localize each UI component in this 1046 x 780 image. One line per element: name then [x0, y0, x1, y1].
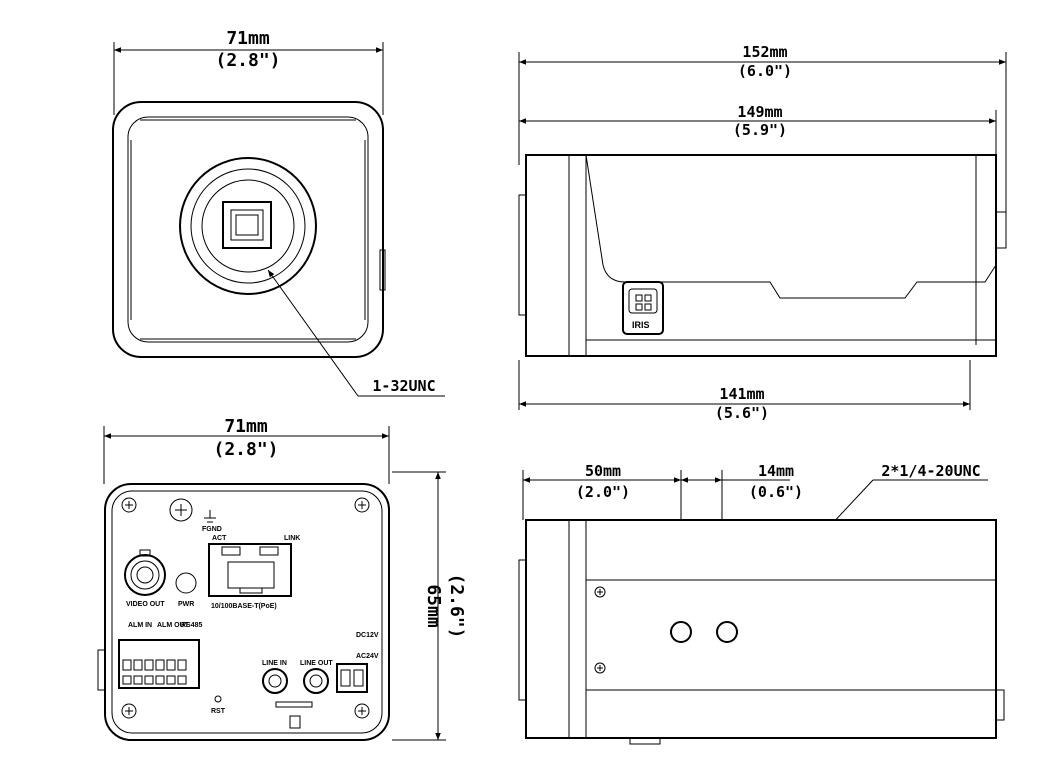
iris-label: IRIS: [632, 320, 650, 330]
rear-body: [104, 483, 390, 741]
link-label: LINK: [284, 535, 300, 542]
side-screw-icons: [594, 586, 606, 674]
rear-height-in: (2.6"): [446, 573, 467, 638]
power-terminal: [336, 663, 368, 693]
bottom-body: [525, 519, 997, 739]
ethernet-label: 10/100BASE-T(PoE): [211, 603, 277, 610]
mount-spacing-in: (0.6"): [749, 483, 803, 501]
rear-view: 71mm (2.8") 65mm (2.6") FGND VIDEO OUT: [97, 416, 467, 741]
ethernet-port: [208, 543, 292, 597]
front-view: 71mm (2.8") 1-32UNC: [112, 28, 445, 397]
overall-length-in: (6.0"): [738, 62, 792, 80]
bottom-length-mm: 141mm: [719, 385, 764, 403]
terminal-block: [118, 639, 200, 689]
alm-in-label: ALM IN: [128, 622, 152, 629]
alm-out-label: ALM OUT: [157, 622, 190, 629]
iris-connector: [622, 281, 664, 335]
line-in-label: LINE IN: [262, 660, 287, 667]
side-view: 152mm (6.0") 149mm (5.9") IRIS 141mm (5.…: [518, 43, 1007, 422]
rs485-label: RS485: [181, 622, 203, 629]
corner-screw-icons: [121, 497, 370, 719]
pwr-label: PWR: [178, 601, 194, 608]
ground-screw-icon: [169, 498, 193, 522]
image-sensor: [222, 201, 272, 249]
rst-label: RST: [211, 708, 226, 715]
body-length-in: (5.9"): [733, 121, 787, 139]
gnd-label: FGND: [202, 526, 222, 533]
mount-hole-1: [670, 621, 692, 643]
side-body: [525, 154, 997, 357]
line-out-jack: [303, 668, 329, 694]
line-out-label: LINE OUT: [300, 660, 333, 667]
bottom-view: 50mm (2.0") 14mm (0.6") 2*1/4-20UNC: [518, 462, 1005, 745]
act-label: ACT: [212, 535, 227, 542]
mount-thread-label: 2*1/4-20UNC: [881, 462, 980, 480]
overall-length-mm: 152mm: [742, 43, 787, 61]
power-label-2: AC24V: [356, 653, 379, 660]
sd-card-icon: [289, 715, 301, 729]
bottom-length-in: (5.6"): [715, 404, 769, 422]
front-body: [112, 101, 384, 358]
rear-height-mm: 65mm: [423, 584, 444, 628]
rear-width-in: (2.8"): [213, 439, 278, 460]
line-in-jack: [262, 668, 288, 694]
mount-offset-mm: 50mm: [585, 462, 621, 480]
body-length-mm: 149mm: [737, 103, 782, 121]
front-width-in: (2.8"): [215, 50, 280, 71]
sd-slot: [275, 701, 313, 708]
pwr-led: [175, 572, 197, 594]
mount-offset-in: (2.0"): [576, 483, 630, 501]
lens-thread-label: 1-32UNC: [372, 377, 435, 395]
power-label: DC12V: [356, 632, 379, 639]
reset-button: [214, 695, 222, 703]
rear-width-mm: 71mm: [224, 416, 268, 437]
mount-hole-2: [716, 621, 738, 643]
video-out-label: VIDEO OUT: [126, 601, 165, 608]
bnc-connector: [124, 554, 166, 596]
mount-spacing-mm: 14mm: [758, 462, 794, 480]
lens-mount-outer: [179, 157, 317, 295]
front-width-mm: 71mm: [226, 28, 270, 49]
